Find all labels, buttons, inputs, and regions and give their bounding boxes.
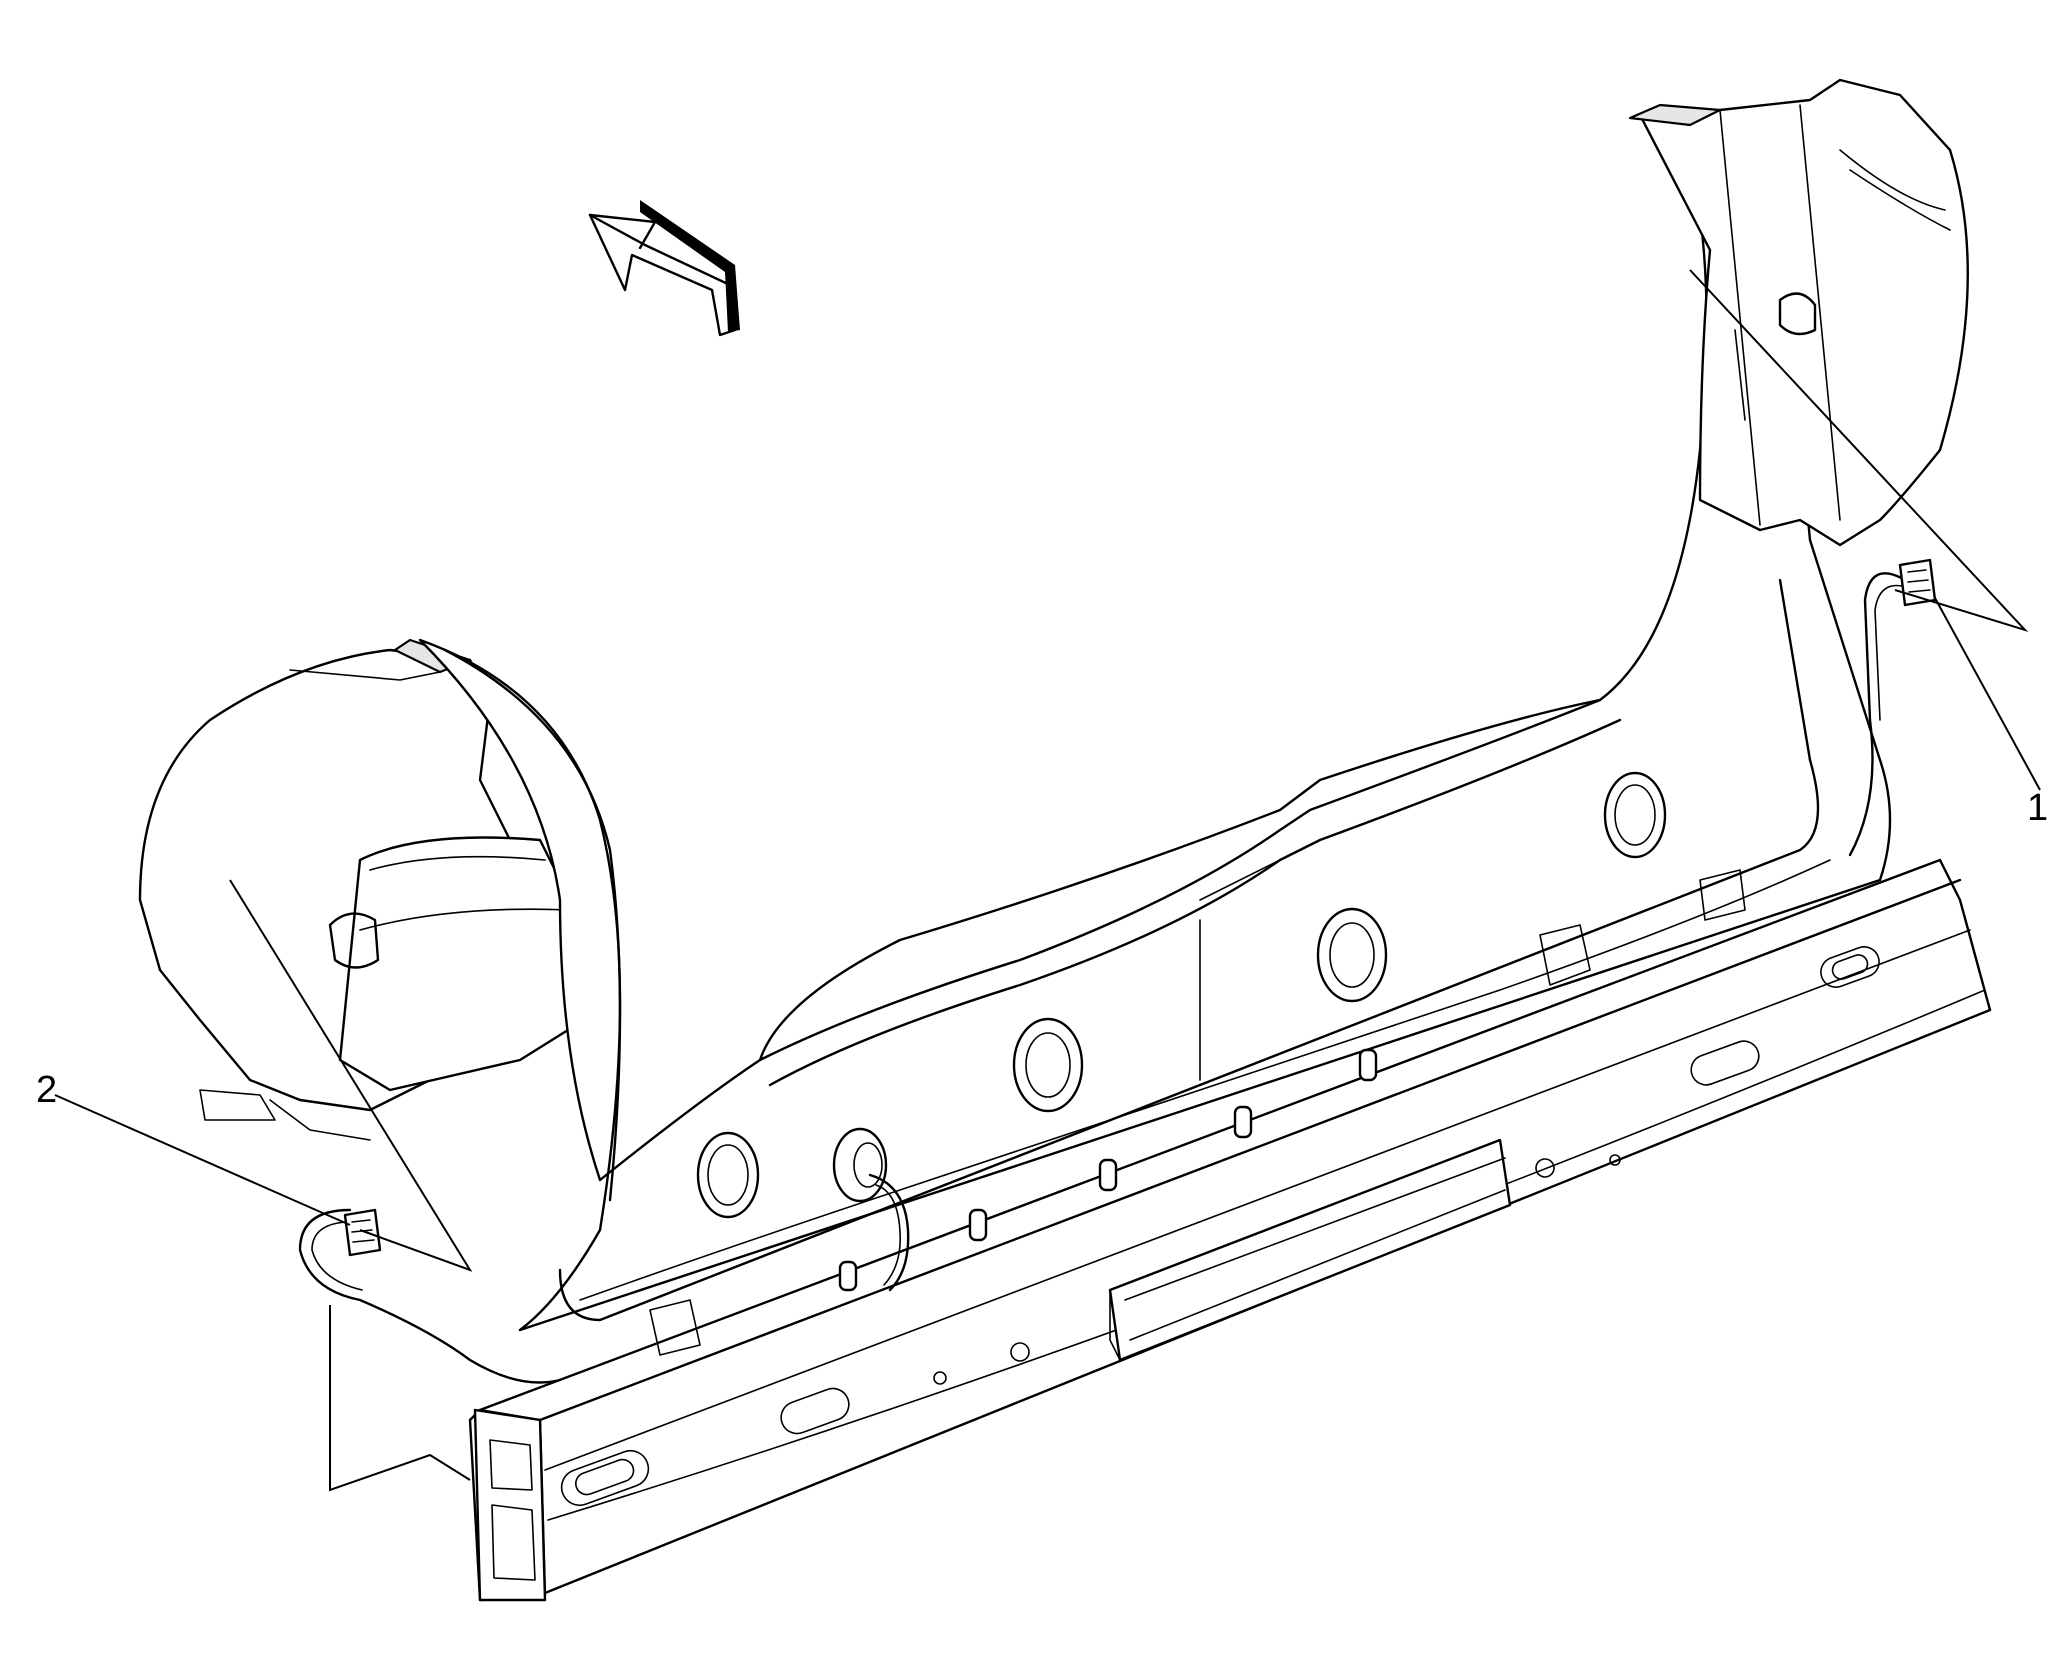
right-wheelhouse-panel (1628, 78, 1969, 547)
callout-1-label: 1 (2027, 787, 2048, 829)
access-plug-2 (832, 1127, 888, 1203)
access-plug-5 (1603, 771, 1667, 859)
callout-1-leader (1689, 269, 2041, 791)
callout-2-label: 2 (36, 1069, 57, 1111)
connector-left (343, 1208, 382, 1257)
access-plug-3 (1012, 1017, 1084, 1113)
callout-2-leader (54, 879, 473, 1492)
forward-arrow-icon (588, 200, 740, 337)
rear-body-panel (418, 118, 1892, 1332)
rear-impact-bar (468, 858, 1992, 1602)
connector-right (1898, 558, 1937, 607)
access-plug-1 (696, 1131, 760, 1219)
left-wheelhouse-panel (138, 638, 602, 1141)
wiring-harness (298, 572, 1916, 1384)
mounting-studs (649, 869, 1746, 1356)
access-plug-4 (1316, 907, 1388, 1003)
